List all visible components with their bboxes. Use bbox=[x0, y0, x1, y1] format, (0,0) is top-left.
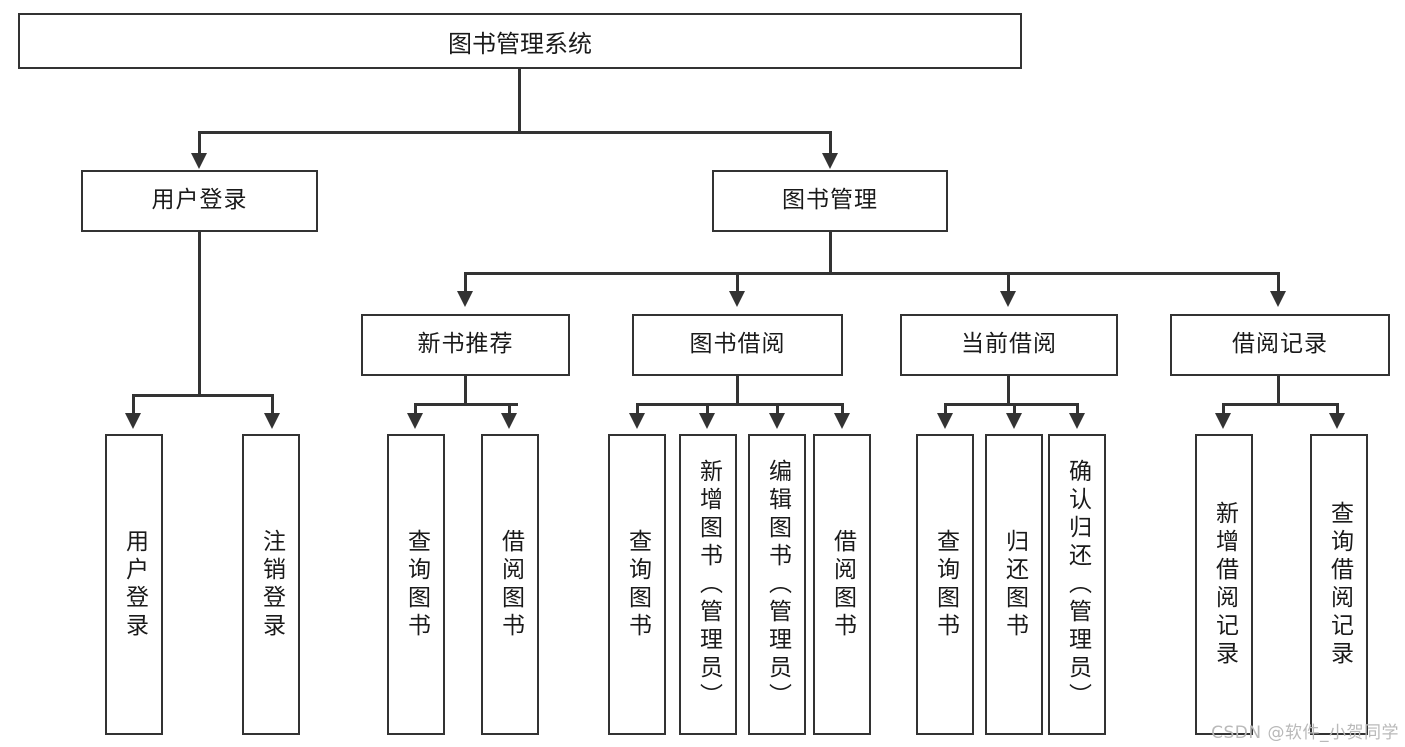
node-leaf-query-book-1[interactable]: 查询图书 bbox=[387, 434, 445, 735]
edge-bb-bus bbox=[636, 403, 844, 406]
arrowhead-user-login bbox=[191, 153, 207, 169]
edge-bb-to-leaf-add-book bbox=[706, 403, 709, 417]
arrowhead-leaf-query-record bbox=[1329, 413, 1345, 429]
arrowhead-new-book-recommend bbox=[457, 291, 473, 307]
node-label: 图书管理系统 bbox=[448, 29, 592, 58]
arrowhead-leaf-return-book bbox=[1006, 413, 1022, 429]
node-label: 借阅记录 bbox=[1232, 331, 1328, 358]
edge-root-stem bbox=[518, 69, 521, 131]
node-book-management[interactable]: 图书管理 bbox=[712, 170, 948, 232]
edge-cb-stem bbox=[1007, 376, 1010, 403]
edge-br-bus bbox=[1222, 403, 1339, 406]
edge-nbr-bus bbox=[414, 403, 518, 406]
node-label: 当前借阅 bbox=[961, 331, 1057, 358]
edge-book-management-bus bbox=[464, 272, 1280, 275]
arrowhead-leaf-borrow-book-1 bbox=[501, 413, 517, 429]
node-label: 用户登录 bbox=[121, 528, 148, 641]
edge-nbr-to-leaf-borrow-book-1 bbox=[508, 403, 511, 417]
edge-bm-to-new-book-recommend bbox=[464, 272, 467, 294]
node-leaf-query-book-2[interactable]: 查询图书 bbox=[608, 434, 666, 735]
edge-bm-to-book-borrow bbox=[736, 272, 739, 294]
node-label: 新增图书（管理员） bbox=[695, 458, 722, 711]
csdn-watermark: CSDN @软件_小贺同学 bbox=[1211, 723, 1399, 743]
node-current-borrow[interactable]: 当前借阅 bbox=[900, 314, 1118, 376]
edge-bm-to-current-borrow bbox=[1007, 272, 1010, 294]
node-label: 新增借阅记录 bbox=[1211, 500, 1238, 669]
node-label: 查询借阅记录 bbox=[1326, 500, 1353, 669]
edge-nbr-stem bbox=[464, 376, 467, 403]
node-leaf-add-book[interactable]: 新增图书（管理员） bbox=[679, 434, 737, 735]
edge-root-to-user-login bbox=[198, 131, 201, 156]
edge-bb-stem bbox=[736, 376, 739, 403]
edge-user-login-bus bbox=[132, 394, 274, 397]
node-new-book-recommend[interactable]: 新书推荐 bbox=[361, 314, 570, 376]
arrowhead-leaf-query-book-2 bbox=[629, 413, 645, 429]
edge-root-to-book-management bbox=[829, 131, 832, 156]
edge-bb-to-leaf-edit-book bbox=[776, 403, 779, 417]
edge-user-login-stem bbox=[198, 232, 201, 394]
node-label: 查询图书 bbox=[624, 528, 651, 641]
arrowhead-leaf-query-book-3 bbox=[937, 413, 953, 429]
node-leaf-user-login[interactable]: 用户登录 bbox=[105, 434, 163, 735]
edge-cb-to-leaf-confirm-return bbox=[1076, 403, 1079, 417]
edge-br-stem bbox=[1277, 376, 1280, 403]
arrowhead-current-borrow bbox=[1000, 291, 1016, 307]
arrowhead-leaf-confirm-return bbox=[1069, 413, 1085, 429]
node-leaf-query-record[interactable]: 查询借阅记录 bbox=[1310, 434, 1368, 735]
node-leaf-add-record[interactable]: 新增借阅记录 bbox=[1195, 434, 1253, 735]
node-leaf-borrow-book-2[interactable]: 借阅图书 bbox=[813, 434, 871, 735]
node-label: 编辑图书（管理员） bbox=[764, 458, 791, 711]
edge-bb-to-leaf-borrow-book-2 bbox=[841, 403, 844, 417]
edge-cb-bus bbox=[944, 403, 1079, 406]
node-label: 借阅图书 bbox=[829, 528, 856, 641]
node-user-login[interactable]: 用户登录 bbox=[81, 170, 318, 232]
arrowhead-leaf-user-login bbox=[125, 413, 141, 429]
node-label: 查询图书 bbox=[403, 528, 430, 641]
node-leaf-borrow-book-1[interactable]: 借阅图书 bbox=[481, 434, 539, 735]
arrowhead-leaf-query-book-1 bbox=[407, 413, 423, 429]
node-label: 归还图书 bbox=[1001, 528, 1028, 641]
edge-cb-to-leaf-return-book bbox=[1013, 403, 1016, 417]
node-label: 注销登录 bbox=[258, 528, 285, 641]
node-book-borrow[interactable]: 图书借阅 bbox=[632, 314, 843, 376]
node-leaf-confirm-return[interactable]: 确认归还（管理员） bbox=[1048, 434, 1106, 735]
node-label: 查询图书 bbox=[932, 528, 959, 641]
edge-nbr-to-leaf-query-book-1 bbox=[414, 403, 417, 417]
node-label: 图书管理 bbox=[782, 187, 878, 214]
node-label: 新书推荐 bbox=[417, 331, 514, 358]
node-leaf-edit-book[interactable]: 编辑图书（管理员） bbox=[748, 434, 806, 735]
node-label: 确认归还（管理员） bbox=[1064, 458, 1091, 711]
node-root-book-management-system[interactable]: 图书管理系统 bbox=[18, 13, 1022, 69]
edge-root-bus bbox=[198, 131, 832, 134]
arrowhead-leaf-add-book bbox=[699, 413, 715, 429]
edge-cb-to-leaf-query-book-3 bbox=[944, 403, 947, 417]
node-label: 用户登录 bbox=[151, 187, 248, 214]
node-borrow-record[interactable]: 借阅记录 bbox=[1170, 314, 1390, 376]
node-leaf-logout-login[interactable]: 注销登录 bbox=[242, 434, 300, 735]
edge-br-to-leaf-add-record bbox=[1222, 403, 1225, 417]
node-leaf-query-book-3[interactable]: 查询图书 bbox=[916, 434, 974, 735]
node-label: 借阅图书 bbox=[497, 528, 524, 641]
arrowhead-book-borrow bbox=[729, 291, 745, 307]
edge-book-management-stem bbox=[829, 232, 832, 272]
arrowhead-borrow-record bbox=[1270, 291, 1286, 307]
node-label: 图书借阅 bbox=[689, 331, 786, 358]
arrowhead-leaf-edit-book bbox=[769, 413, 785, 429]
edge-user-login-to-leaf-logout-login bbox=[271, 394, 274, 416]
edge-br-to-leaf-query-record bbox=[1336, 403, 1339, 417]
arrowhead-leaf-logout-login bbox=[264, 413, 280, 429]
node-leaf-return-book[interactable]: 归还图书 bbox=[985, 434, 1043, 735]
edge-bm-to-borrow-record bbox=[1277, 272, 1280, 294]
arrowhead-book-management bbox=[822, 153, 838, 169]
edge-bb-to-leaf-query-book-2 bbox=[636, 403, 639, 417]
arrowhead-leaf-borrow-book-2 bbox=[834, 413, 850, 429]
edge-user-login-to-leaf-user-login bbox=[132, 394, 135, 416]
arrowhead-leaf-add-record bbox=[1215, 413, 1231, 429]
